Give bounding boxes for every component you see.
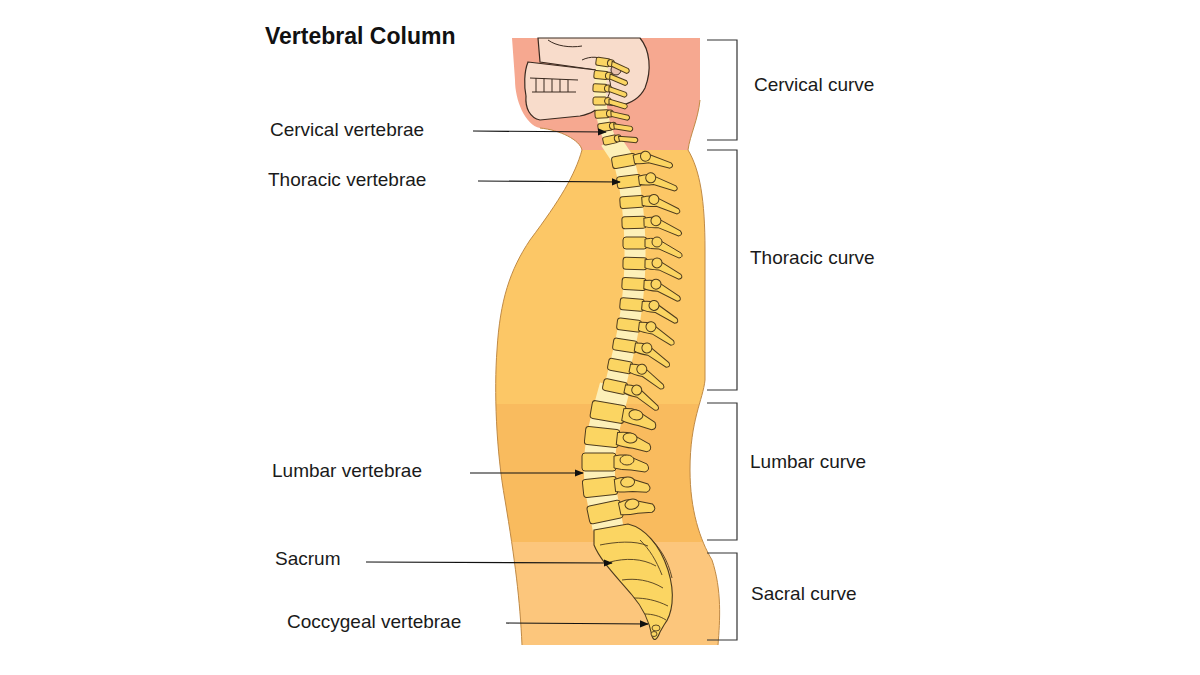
lumbar-vertebra bbox=[582, 453, 649, 472]
leader-arrow bbox=[473, 131, 606, 132]
curve-label: Thoracic curve bbox=[750, 247, 875, 270]
skull bbox=[525, 38, 649, 120]
thoracic-vertebra bbox=[622, 215, 682, 238]
cervical-spine bbox=[593, 57, 639, 149]
lumbar-vertebra bbox=[587, 493, 656, 525]
lumbar-vertebra bbox=[590, 400, 659, 430]
coccyx-segment bbox=[651, 632, 657, 637]
cervical-vertebra bbox=[595, 108, 630, 122]
leader-arrow bbox=[366, 562, 612, 563]
cervical-vertebra bbox=[602, 130, 638, 149]
part-label: Coccygeal vertebrae bbox=[287, 611, 461, 634]
sacrum-coccyx bbox=[594, 524, 672, 639]
sacral-segments bbox=[600, 542, 668, 620]
thoracic-vertebra bbox=[623, 257, 682, 279]
diagram-title: Vertebral Column bbox=[265, 23, 455, 51]
cervical-vertebra bbox=[598, 119, 634, 136]
curve-bracket bbox=[707, 150, 737, 390]
thoracic-spine bbox=[600, 147, 682, 411]
lumbar-vertebra bbox=[584, 426, 652, 452]
sacral-crest bbox=[640, 538, 672, 578]
teeth bbox=[530, 78, 578, 92]
lumbar-vertebra bbox=[582, 473, 650, 499]
thoracic-vertebra bbox=[616, 170, 677, 198]
part-label: Cervical vertebrae bbox=[270, 119, 424, 142]
cervical-region bbox=[480, 30, 740, 150]
sacrum-bone bbox=[594, 524, 672, 639]
cervical-vertebra bbox=[593, 84, 628, 98]
jaw bbox=[525, 62, 600, 120]
coccyx-segment bbox=[652, 625, 660, 631]
curve-bracket bbox=[707, 403, 737, 540]
leader-arrow bbox=[470, 472, 583, 473]
part-label: Sacrum bbox=[275, 548, 340, 571]
cervical-vertebra bbox=[593, 97, 627, 109]
curve-bracket bbox=[707, 40, 737, 140]
leader-arrow bbox=[478, 181, 620, 182]
curve-bracket bbox=[707, 553, 737, 640]
thoracic-vertebra bbox=[623, 237, 682, 258]
leader-arrows bbox=[366, 131, 648, 624]
curve-label: Sacral curve bbox=[751, 583, 857, 606]
body-silhouette bbox=[480, 30, 740, 652]
part-label: Thoracic vertebrae bbox=[268, 169, 426, 192]
lumbar-spine bbox=[582, 400, 658, 525]
thoracic-vertebra bbox=[611, 147, 673, 178]
part-label: Lumbar vertebrae bbox=[272, 460, 422, 483]
curve-brackets bbox=[707, 40, 737, 640]
curve-label: Lumbar curve bbox=[750, 451, 866, 474]
thoracic-vertebra bbox=[620, 193, 680, 218]
leader-arrow bbox=[506, 623, 648, 624]
curve-label: Cervical curve bbox=[754, 74, 874, 97]
